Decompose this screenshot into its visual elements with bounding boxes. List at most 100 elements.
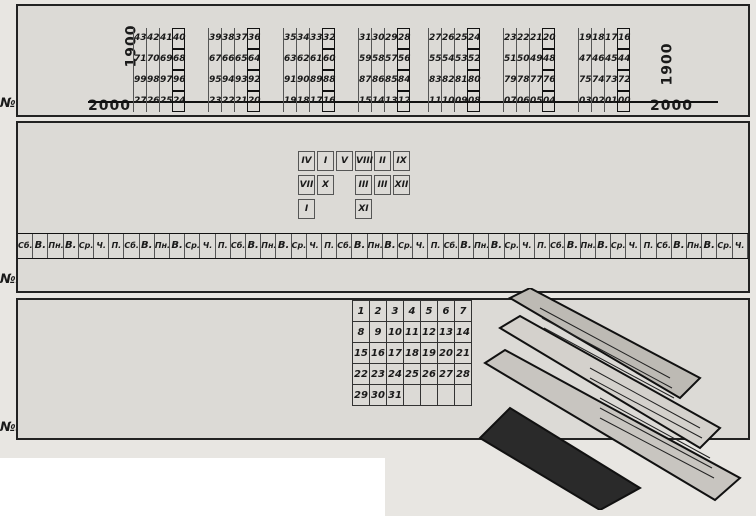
date-cell: 11 (404, 322, 421, 343)
weekday-cell: В. (596, 234, 611, 258)
date-cell (404, 385, 421, 406)
year-cell: 76 (542, 70, 556, 91)
year-cell: 74 (591, 70, 605, 91)
year-cell: 84 (397, 70, 411, 91)
roman-month-cell: III (355, 175, 372, 195)
roman-month-cell: XI (355, 199, 372, 219)
year-cell: 59 (358, 49, 372, 70)
weekday-cell: Ч. (520, 234, 535, 258)
year-cell: 37 (234, 28, 248, 49)
year-cell: 66 (221, 49, 235, 70)
year-cell: 50 (516, 49, 530, 70)
year-cell: 09 (454, 91, 468, 112)
year-cell: 01 (604, 91, 618, 112)
year-cell: 85 (384, 70, 398, 91)
date-cell: 25 (404, 364, 421, 385)
roman-month-cell: II (374, 151, 391, 171)
roman-month-cell: III (374, 175, 391, 195)
roman-month-cell: IX (393, 151, 410, 171)
weekday-cell: Ч. (94, 234, 110, 258)
weekday-cell: Ч. (307, 234, 323, 258)
roman-month-cell (374, 199, 391, 219)
roman-month-cell (393, 199, 410, 219)
year-cell: 26 (441, 28, 455, 49)
year-cell: 83 (428, 70, 442, 91)
year-cell: 80 (467, 70, 481, 91)
roman-month-cell: XII (393, 175, 410, 195)
weekday-cell: Пн. (687, 234, 703, 258)
date-cell: 31 (387, 385, 404, 406)
year-cell: 77 (529, 70, 543, 91)
year-cell: 21 (529, 28, 543, 49)
baseline (88, 101, 718, 103)
year-cell: 33 (309, 28, 323, 49)
weekday-cell: Ср. (505, 234, 520, 258)
year-cell: 93 (234, 70, 248, 91)
weekday-cell: В. (352, 234, 368, 258)
year-cell: 73 (604, 70, 618, 91)
year-cell: 82 (441, 70, 455, 91)
year-cell: 22 (221, 91, 235, 112)
weekday-cell: Ч. (733, 234, 748, 258)
year-cell: 16 (322, 91, 336, 112)
date-cell: 2 (370, 301, 387, 322)
weekday-cell: В. (672, 234, 687, 258)
year-cell: 18 (591, 28, 605, 49)
year-cell: 28 (397, 28, 411, 49)
date-cell: 19 (421, 343, 438, 364)
weekday-cell: Ч. (413, 234, 429, 258)
year-cell: 95 (208, 70, 222, 91)
year-cell: 17 (604, 28, 618, 49)
roman-month-cell (336, 199, 353, 219)
year-cell: 24 (172, 91, 186, 112)
date-cell: 26 (421, 364, 438, 385)
year-cell: 19 (283, 91, 297, 112)
date-cell: 22 (353, 364, 370, 385)
blank-area (0, 458, 385, 516)
weekday-cell: Сб. (337, 234, 353, 258)
year-cell: 78 (516, 70, 530, 91)
date-cell: 27 (438, 364, 455, 385)
weekday-cell: П. (216, 234, 231, 258)
weekday-cell: Ср. (292, 234, 307, 258)
weekday-cell: Пн. (474, 234, 490, 258)
year-cell: 36 (247, 28, 261, 49)
date-cell: 8 (353, 322, 370, 343)
calendar-device-illustration (478, 288, 742, 510)
weekday-cell: П. (641, 234, 657, 258)
year-cell: 29 (384, 28, 398, 49)
year-cell: 16 (617, 28, 631, 49)
weekday-cell: Пн. (261, 234, 277, 258)
weekday-cell: Ср. (611, 234, 627, 258)
year-cell: 30 (371, 28, 385, 49)
date-cell: 18 (404, 343, 421, 364)
year-cell: 46 (591, 49, 605, 70)
year-cell: 00 (617, 91, 631, 112)
year-cell: 51 (503, 49, 517, 70)
date-cell: 6 (438, 301, 455, 322)
year-cell: 12 (397, 91, 411, 112)
year-cell: 25 (159, 91, 173, 112)
year-cell: 86 (371, 70, 385, 91)
roman-month-cell: VII (298, 175, 315, 195)
year-cell: 27 (133, 91, 147, 112)
year-cell: 48 (542, 49, 556, 70)
weekday-cell: В. (33, 234, 49, 258)
date-cell: 7 (455, 301, 472, 322)
date-cell: 16 (370, 343, 387, 364)
date-cell (421, 385, 438, 406)
year-cell: 07 (503, 91, 517, 112)
year-cell: 90 (296, 70, 310, 91)
year-cell: 45 (604, 49, 618, 70)
year-cell: 02 (591, 91, 605, 112)
year-cell: 17 (309, 91, 323, 112)
year-cell: 08 (467, 91, 481, 112)
year-cell: 23 (503, 28, 517, 49)
